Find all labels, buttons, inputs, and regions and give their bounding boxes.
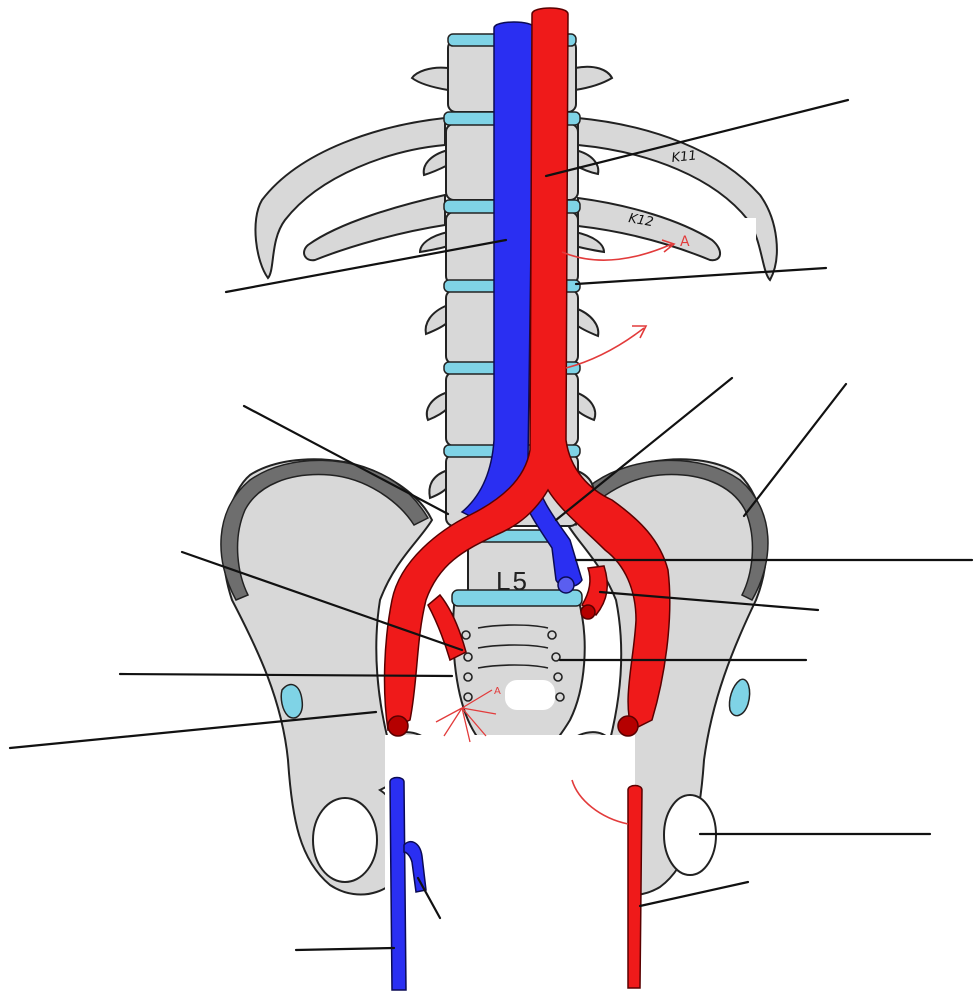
- leader-line-femoral-vein: [296, 948, 394, 950]
- process-left-1: [412, 68, 448, 90]
- blank-label-box-pubic: [385, 735, 635, 965]
- femoral-vein: [390, 778, 406, 991]
- left-external-iliac-end: [388, 716, 408, 736]
- left-obturator-foramen: [313, 798, 377, 882]
- common-iliac-vein-end: [558, 577, 574, 593]
- process-right-1: [575, 67, 612, 90]
- femoral-artery: [628, 786, 642, 989]
- process-left-4: [426, 305, 448, 334]
- arrow-a-label-upper: A: [680, 234, 690, 250]
- rib-left-11: [255, 118, 445, 278]
- blank-label-box-sacral: [505, 680, 555, 710]
- blank-label-box-rib: [720, 218, 756, 248]
- arrow-a-label-sacral: A: [494, 686, 501, 697]
- rib-11-label: K11: [671, 148, 698, 166]
- right-internal-iliac-end: [581, 605, 595, 619]
- process-left-3: [420, 232, 448, 252]
- process-right-3: [575, 232, 604, 252]
- right-sacroiliac-cartilage: [729, 679, 749, 715]
- process-left-2: [424, 150, 448, 175]
- leader-line-renal: [576, 268, 826, 284]
- leader-line-iliac-fossa: [744, 384, 846, 516]
- l5-label: L5: [496, 566, 529, 596]
- process-left-5: [427, 392, 448, 420]
- right-external-iliac-end: [618, 716, 638, 736]
